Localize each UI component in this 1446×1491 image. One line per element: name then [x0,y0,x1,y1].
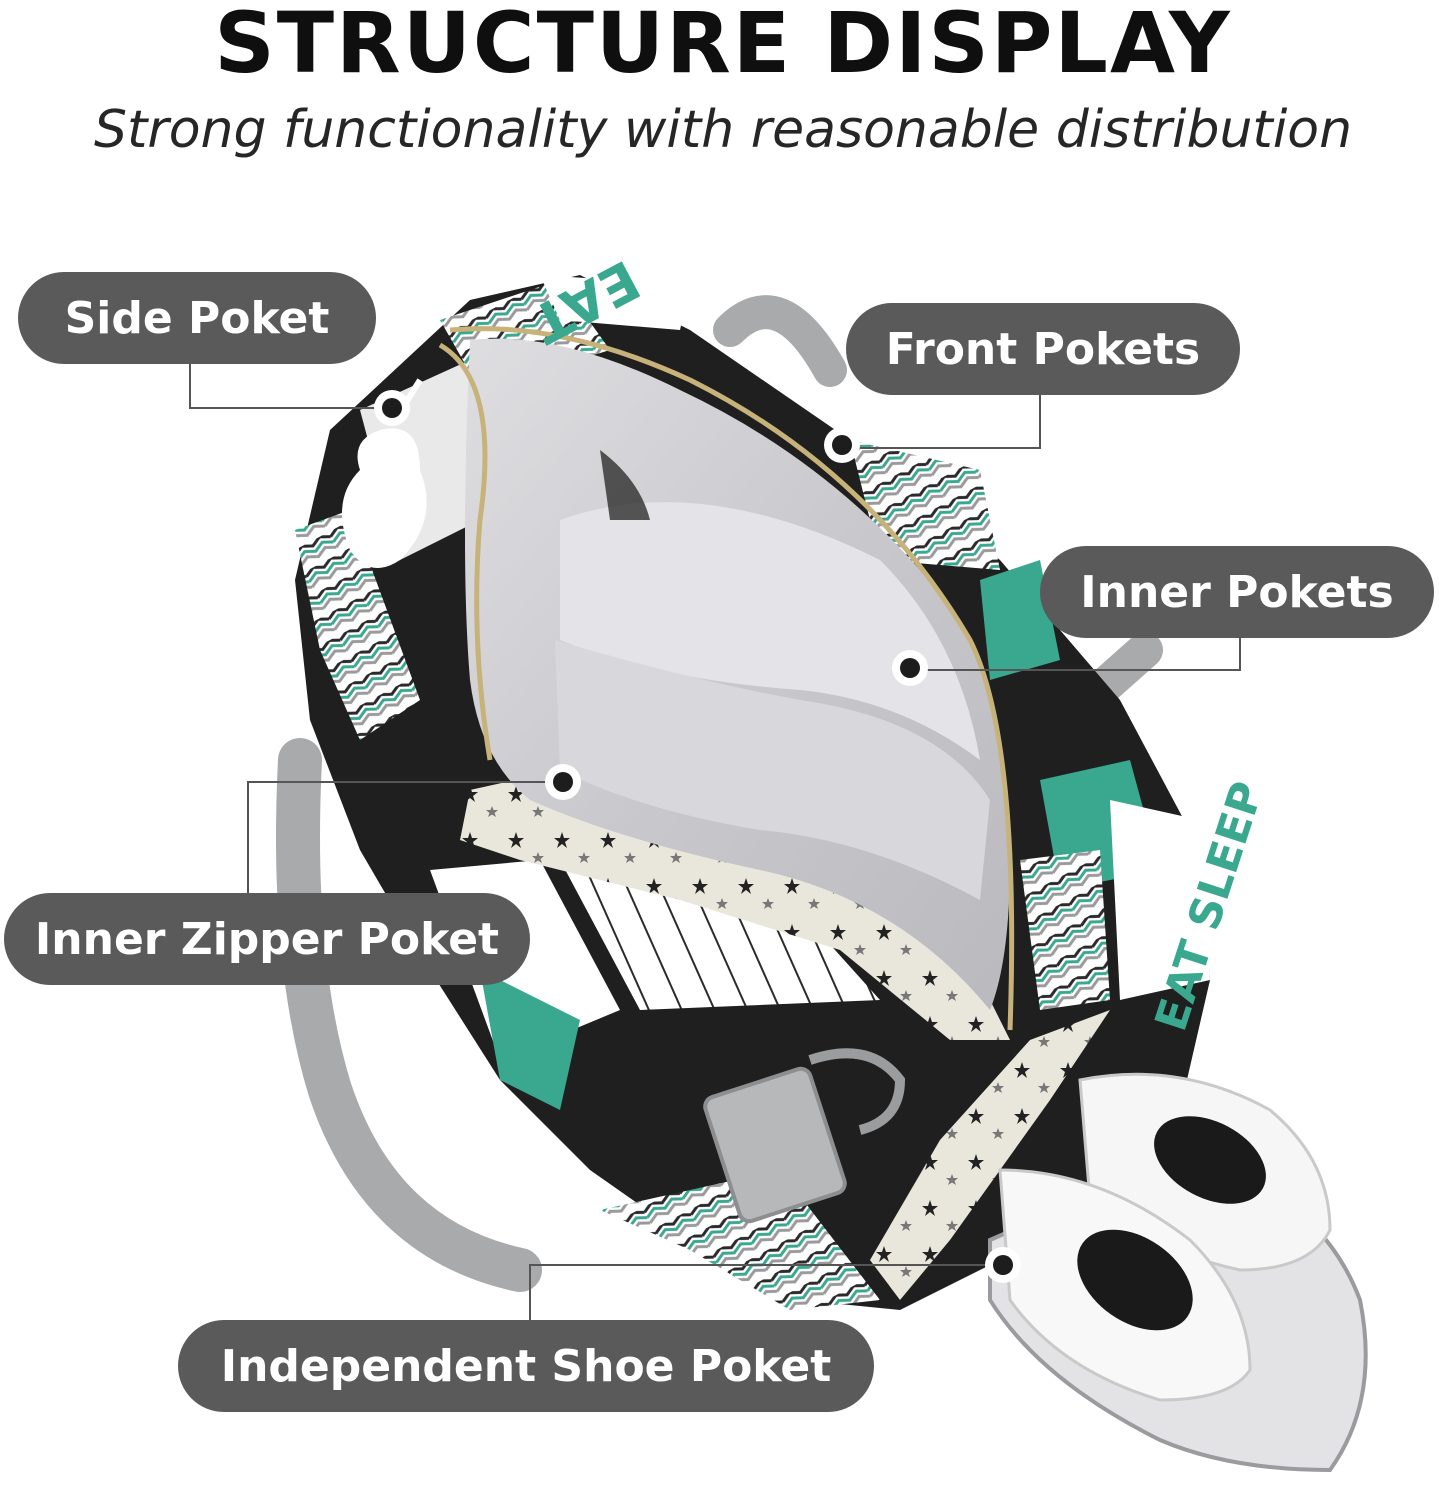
callout-side-pocket: Side Poket [18,272,376,364]
page-title: STRUCTURE DISPLAY [214,0,1232,92]
callout-shoe-pocket: Independent Shoe Poket [178,1320,874,1412]
callout-front-pockets: Front Pokets [846,303,1240,395]
callout-inner-pockets: Inner Pokets [1040,546,1434,638]
callout-inner-zipper-pocket: Inner Zipper Poket [4,893,530,985]
page-subtitle: Strong functionality with reasonable dis… [93,100,1353,160]
